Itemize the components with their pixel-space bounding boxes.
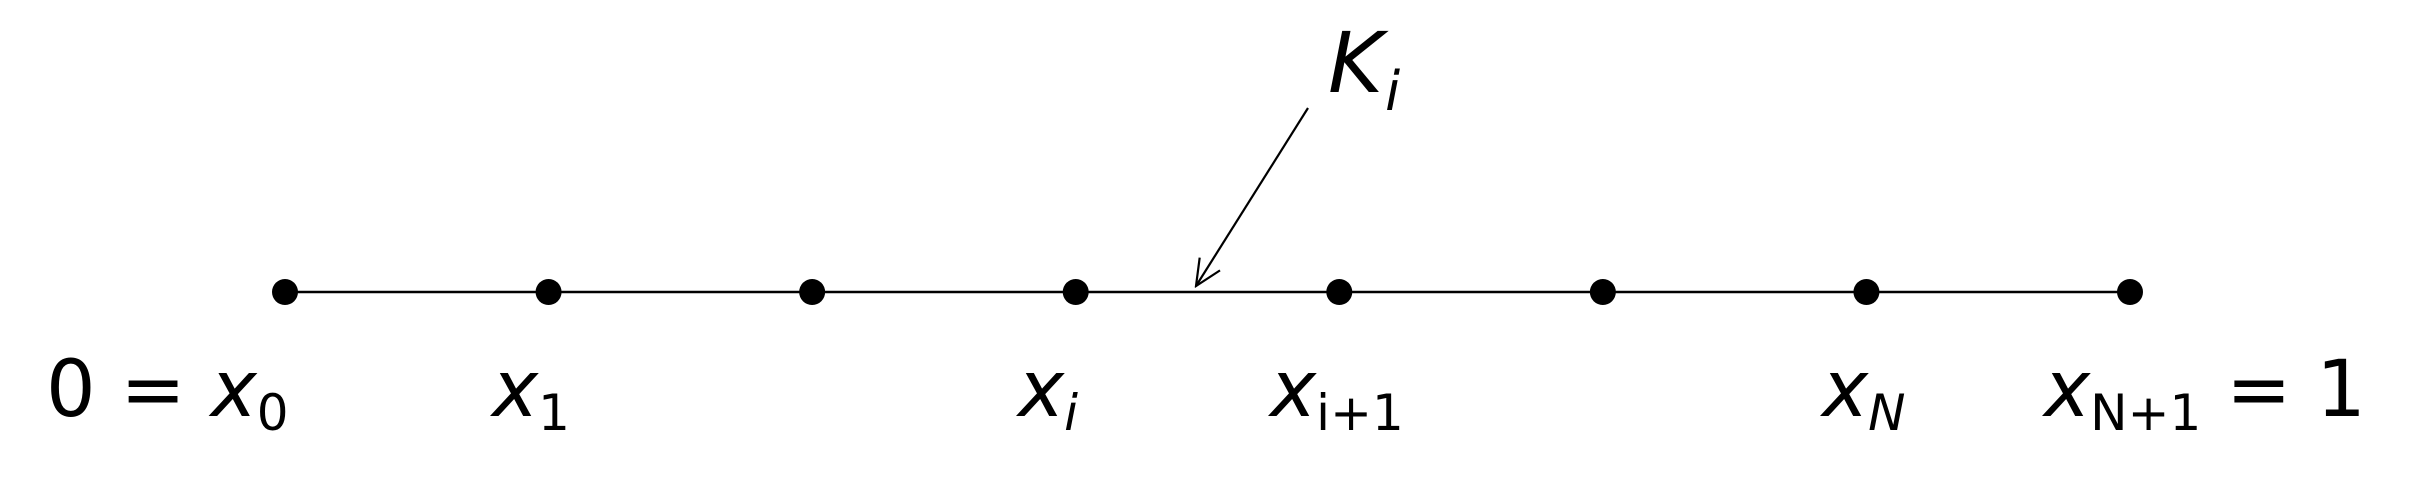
mesh-node bbox=[799, 279, 826, 305]
node-label-x1: x1 bbox=[489, 345, 570, 442]
mesh-nodes bbox=[272, 279, 2143, 305]
mesh-node bbox=[1062, 279, 1089, 305]
node-label-xi: xi bbox=[1015, 345, 1078, 442]
mesh-node bbox=[535, 279, 562, 305]
mesh-node bbox=[1853, 279, 1880, 305]
element-label: Ki bbox=[1328, 14, 1400, 123]
mesh-node bbox=[2117, 279, 2143, 305]
node-label-xn1: xN+1 = 1 bbox=[2041, 345, 2366, 442]
node-label-xi1: xi+1 bbox=[1267, 345, 1404, 442]
mesh-node bbox=[1589, 279, 1616, 305]
node-label-x0: 0 = x0 bbox=[46, 345, 289, 442]
node-label-xn: xN bbox=[1819, 345, 1906, 442]
mesh-node bbox=[1326, 279, 1353, 305]
element-arrow bbox=[1196, 107, 1309, 286]
mesh-node bbox=[272, 279, 298, 305]
